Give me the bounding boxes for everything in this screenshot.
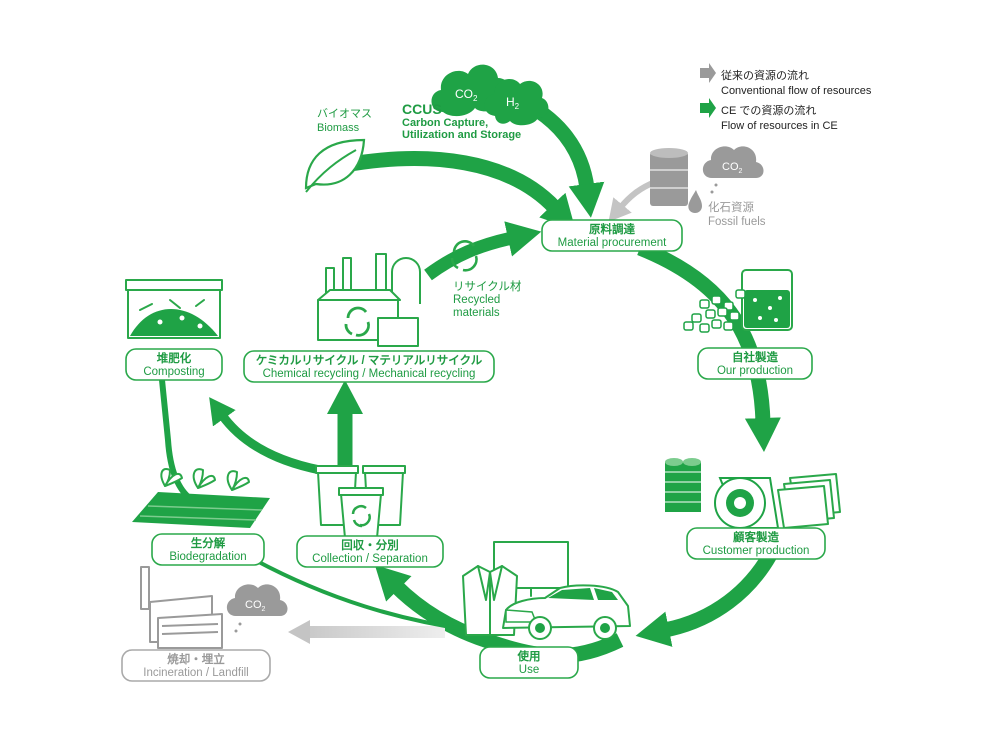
tv-coat-car-icon (462, 541, 631, 640)
ccus-clouds-icon: CO2 H2 (431, 64, 549, 126)
our-production-jp: 自社製造 (732, 350, 778, 364)
fossil-en: Fossil fuels (708, 216, 766, 228)
compost-bin-icon (125, 279, 223, 339)
arrow-customer-to-use (635, 551, 777, 647)
ccus-line1: Carbon Capture, (402, 117, 488, 129)
leaf-icon (304, 138, 366, 193)
procurement-en: Material procurement (558, 237, 667, 249)
node-incineration: 焼却・埋立 Incineration / Landfill (121, 649, 271, 682)
use-jp: 使用 (517, 649, 541, 663)
incinerator-icon (140, 566, 223, 649)
recycle-bins-icon (315, 465, 406, 539)
oil-drum-icon (650, 148, 702, 214)
arrow-recycling-to-procurement (424, 221, 542, 281)
biomass-jp: バイオマス (317, 107, 372, 120)
biodegradation-jp: 生分解 (191, 536, 226, 550)
arrow-use-to-collection (374, 564, 624, 664)
customer-production-en: Customer production (703, 545, 810, 557)
legend-conventional-jp: 従来の資源の流れ (721, 68, 809, 82)
factory-icon (317, 253, 421, 347)
legend-green-arrow-icon (700, 98, 716, 118)
collection-en: Collection / Separation (312, 553, 428, 565)
svg-text:H2: H2 (506, 95, 520, 111)
node-recycling: ケミカルリサイクル / マテリアルリサイクル Chemical recyclin… (243, 350, 495, 383)
arrow-biomass-to-procurement (343, 151, 576, 230)
our-production-en: Our production (717, 365, 793, 377)
node-composting: 堆肥化 Composting (125, 348, 223, 381)
incineration-en: Incineration / Landfill (143, 667, 248, 679)
recycling-en: Chemical recycling / Mechanical recyclin… (263, 368, 476, 380)
legend-gray-arrow-icon (700, 63, 716, 83)
node-our-production: 自社製造 Our production (697, 347, 813, 380)
legend-ce-en: Flow of resources in CE (721, 120, 838, 132)
arrow-fossil-to-procurement (608, 179, 657, 222)
rolls-film-icon (665, 458, 841, 529)
recycled-en1: Recycled (453, 294, 500, 306)
svg-text:CO2: CO2 (245, 599, 266, 613)
incineration-jp: 焼却・埋立 (167, 652, 225, 666)
customer-production-jp: 顧客製造 (733, 530, 779, 544)
recycle-small-icon (450, 240, 478, 272)
biomass-en: Biomass (317, 122, 360, 134)
legend: 従来の資源の流れ Conventional flow of resources … (700, 63, 872, 132)
svg-text:CO2: CO2 (722, 161, 743, 175)
collection-jp: 回収・分別 (341, 538, 399, 552)
recycling-jp: ケミカルリサイクル / マテリアルリサイクル (256, 354, 483, 367)
beaker-pellets-icon (683, 269, 793, 333)
composting-jp: 堆肥化 (157, 351, 192, 365)
legend-ce-jp: CE での資源の流れ (721, 103, 816, 117)
procurement-jp: 原料調達 (589, 222, 635, 236)
composting-en: Composting (143, 366, 204, 378)
node-use: 使用 Use (479, 646, 579, 679)
co2-cloud-gray-icon: CO2 (702, 146, 764, 194)
node-procurement: 原料調達 Material procurement (541, 219, 683, 252)
co2-cloud-incineration-icon: CO2 (226, 584, 288, 633)
node-customer-production: 顧客製造 Customer production (686, 527, 826, 560)
recycled-en2: materials (453, 307, 500, 319)
legend-conventional-en: Conventional flow of resources (721, 85, 872, 97)
node-biodegradation: 生分解 Biodegradation (151, 533, 265, 566)
line-biodegradation-to-use (254, 558, 471, 632)
ccus-title: CCUS (402, 101, 442, 117)
node-collection: 回収・分別 Collection / Separation (296, 535, 444, 568)
fossil-jp: 化石資源 (708, 200, 754, 214)
use-en: Use (519, 664, 539, 676)
ccus-line2: Utilization and Storage (402, 129, 521, 141)
biodegradation-en: Biodegradation (169, 551, 246, 563)
svg-text:CO2: CO2 (455, 87, 478, 103)
arrow-collection-to-composting (209, 397, 321, 475)
plants-soil-icon (132, 468, 270, 528)
recycled-jp: リサイクル材 (453, 279, 522, 293)
cycle-arrows (159, 93, 781, 664)
